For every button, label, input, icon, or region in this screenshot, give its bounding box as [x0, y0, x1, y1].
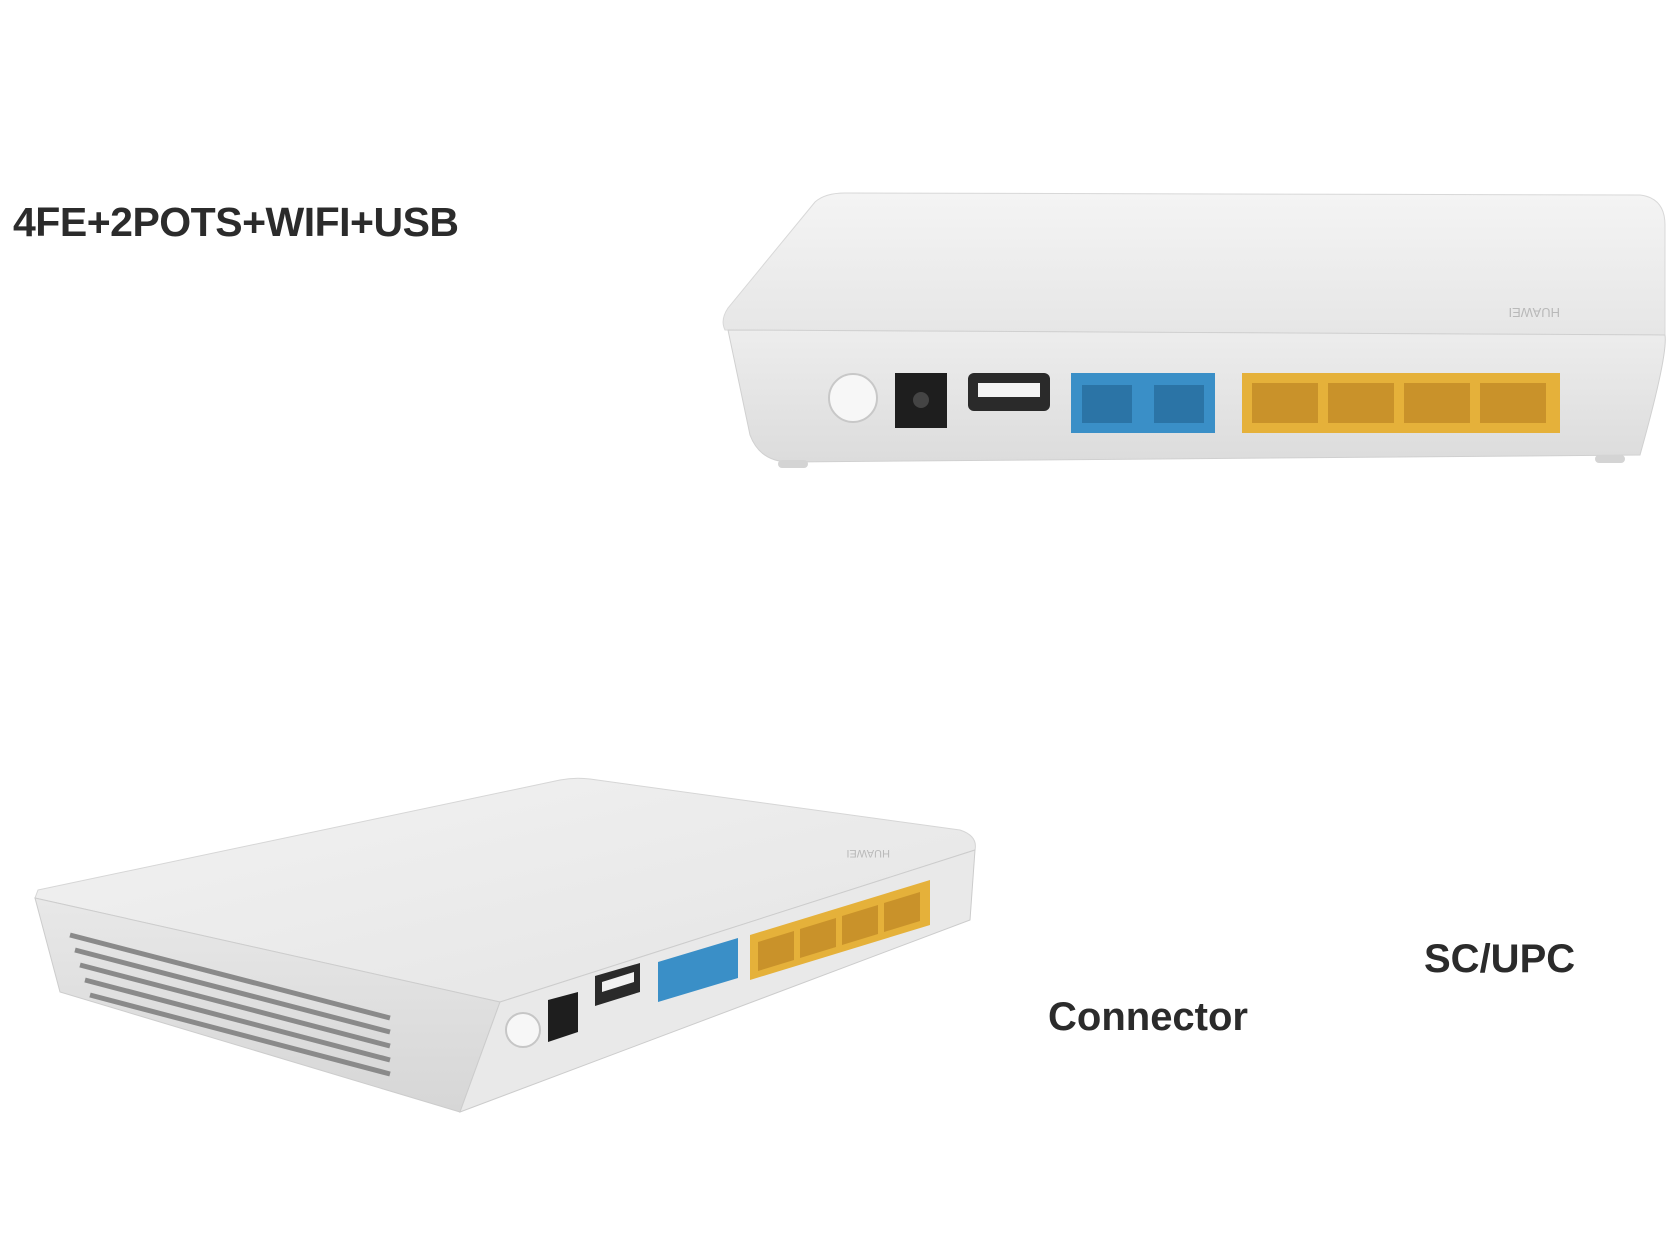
router-foot [1595, 455, 1625, 463]
usb-port-tongue [978, 383, 1040, 397]
connector-caption: Connector [1048, 995, 1248, 1039]
lan-port-1 [758, 931, 794, 971]
lan-port-4 [884, 892, 920, 932]
usb-port-tongue [602, 972, 634, 992]
brand-mark: HUAWEI [1508, 305, 1560, 320]
pots-port-1 [658, 950, 698, 1002]
router-foot [778, 460, 808, 468]
brand-mark: HUAWEI [846, 847, 890, 859]
ventilation-slots [69, 932, 391, 1077]
lan-port-2 [1328, 383, 1394, 423]
lan-port-2 [800, 918, 836, 958]
pots-port-2 [698, 938, 738, 990]
router-angled-view: HUAWEI [34, 777, 976, 1113]
lan-port-4 [1480, 383, 1546, 423]
router-top-surface [722, 192, 1666, 336]
power-button [505, 1012, 541, 1048]
pots-port-1-socket [1082, 385, 1132, 423]
dc-power-jack [548, 992, 578, 1042]
power-button [828, 373, 878, 423]
spec-caption: 4FE+2POTS+WIFI+USB [13, 199, 459, 245]
lan-port-3 [1404, 383, 1470, 423]
router-rear-view: HUAWEI [722, 192, 1666, 468]
lan-port-1 [1252, 383, 1318, 423]
connector-type-caption: SC/UPC [1424, 937, 1576, 981]
router-top-surface [34, 777, 976, 1003]
pots-port-2-socket [1154, 385, 1204, 423]
dc-power-jack-pin [913, 392, 929, 408]
lan-port-3 [842, 905, 878, 945]
